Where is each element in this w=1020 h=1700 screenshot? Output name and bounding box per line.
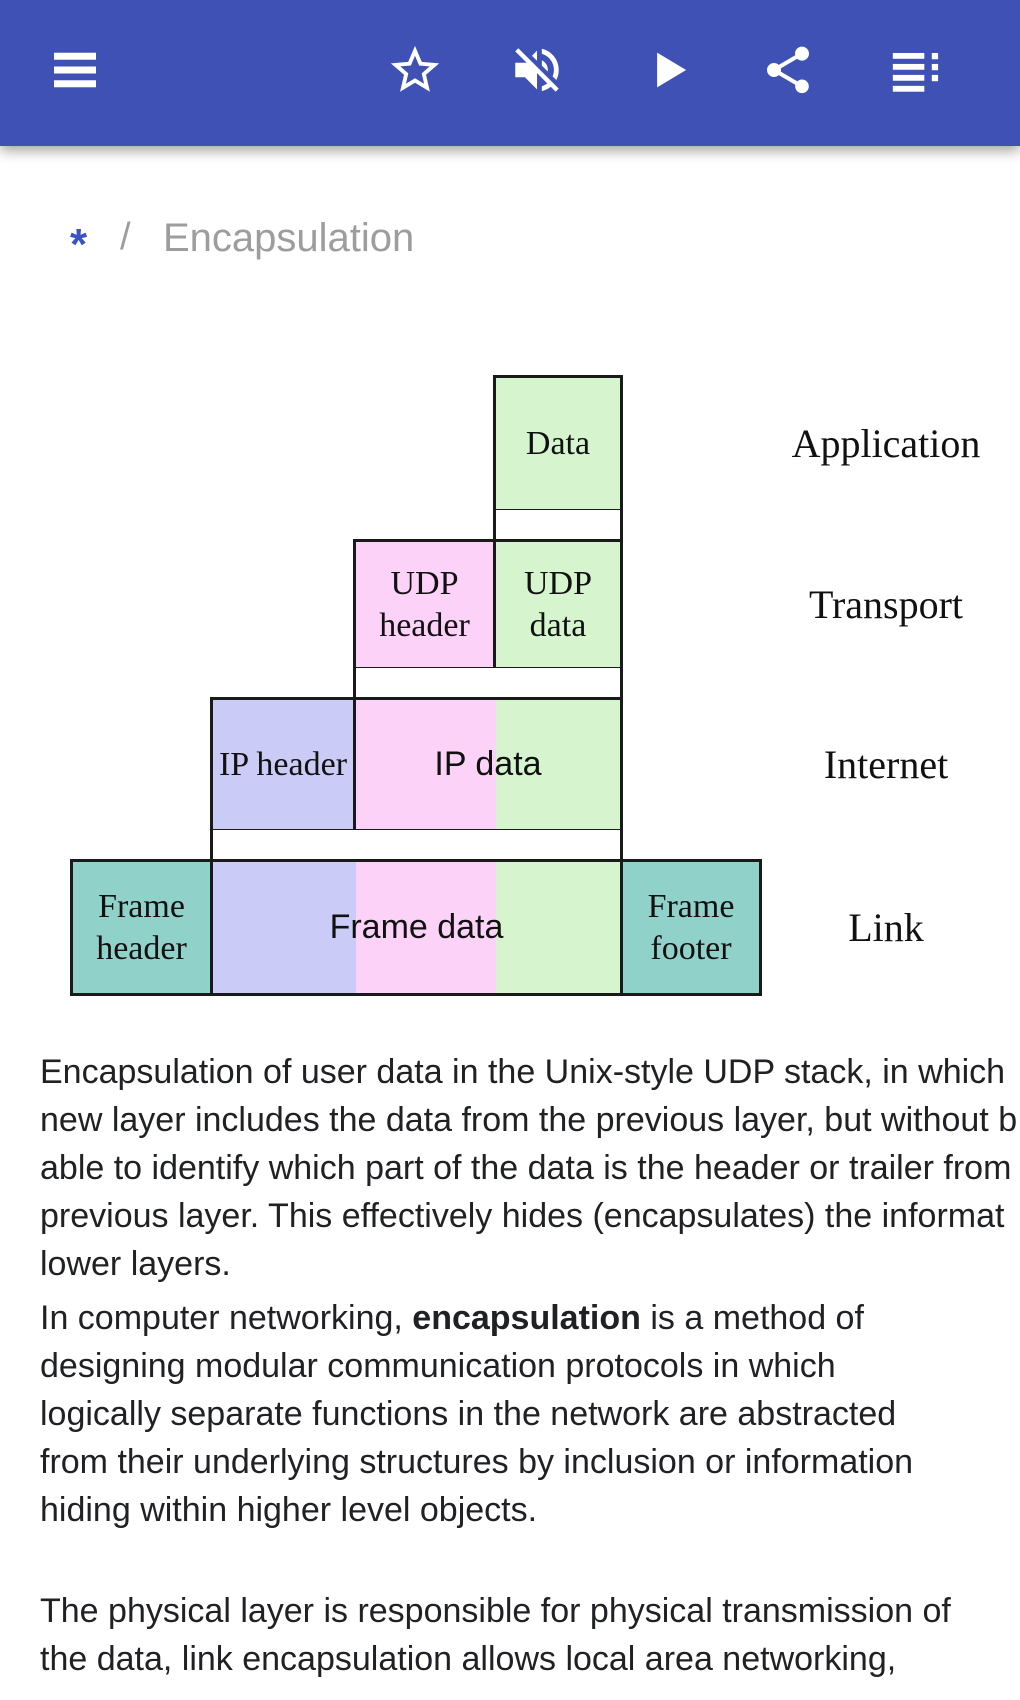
data-box: Data [493,375,623,512]
share-button[interactable] [756,38,820,102]
volume-off-icon [508,41,566,99]
text-line: previous layer. This effectively hides (… [40,1197,1005,1235]
share-icon [760,42,816,98]
text-line: hiding within higher level objects. [40,1491,538,1529]
text-line: new layer includes the data from the pre… [40,1101,1018,1139]
ip-data-box: IP data [353,697,623,832]
contents-button[interactable] [883,38,947,102]
connector-udp-ip [353,668,623,699]
text-line: In computer networking, encapsulation is… [40,1294,1020,1342]
frame-footer-box: Frame footer [620,859,762,996]
toc-icon [887,42,943,98]
breadcrumb: * / Encapsulation [0,216,1020,270]
physical-paragraph: The physical layer is responsible for ph… [40,1587,1020,1683]
mute-button[interactable] [505,38,569,102]
menu-icon [47,42,103,98]
ip-header-box: IP header [210,697,356,832]
layer-label-internet: Internet [823,742,949,787]
top-app-bar [0,0,1020,146]
menu-button[interactable] [43,38,107,102]
ip-data-bands [356,700,620,829]
star-icon [386,41,444,99]
ip-data-label: IP data [434,744,542,783]
layer-label-link: Link [848,905,924,950]
text-line: Encapsulation of user data in the Unix-s… [40,1053,1006,1091]
frame-header-box: Frame header [70,859,213,996]
text-line: from their underlying structures by incl… [40,1443,914,1481]
udp-data-box: UDP data [493,539,623,670]
breadcrumb-separator: / [120,216,131,258]
text-line: lower layers. [40,1245,231,1283]
text-line: designing modular communication protocol… [40,1347,836,1385]
text-line: able to identify which part of the data … [40,1149,1012,1187]
udp-header-box: UDP header [353,539,496,670]
layer-label-application: Application [791,421,981,466]
text-line: The physical layer is responsible for ph… [40,1592,951,1630]
connector-ip-frame [210,830,623,861]
frame-data-label: Frame data [329,907,504,946]
frame-data-bands [213,862,620,993]
frame-data-box: Frame data [210,859,623,996]
connector-data-udp [493,510,623,541]
layer-label-transport: Transport [808,582,964,627]
intro-line1-pre: In computer networking, [40,1299,413,1337]
breadcrumb-root[interactable]: * [70,220,88,269]
text-line: logically separate functions in the netw… [40,1395,897,1433]
play-icon [639,41,697,99]
intro-rest: designing modular communication protocol… [40,1342,1020,1534]
intro-line1-post: is a method of [640,1299,864,1337]
intro-bold-term: encapsulation [412,1299,641,1337]
play-button[interactable] [636,38,700,102]
intro-paragraph: In computer networking, encapsulation is… [40,1294,1020,1534]
text-line: the data, link encapsulation allows loca… [40,1640,897,1678]
breadcrumb-current: Encapsulation [163,216,415,260]
favorite-button[interactable] [383,38,447,102]
figure-caption: Encapsulation of user data in the Unix-s… [40,1048,1020,1288]
